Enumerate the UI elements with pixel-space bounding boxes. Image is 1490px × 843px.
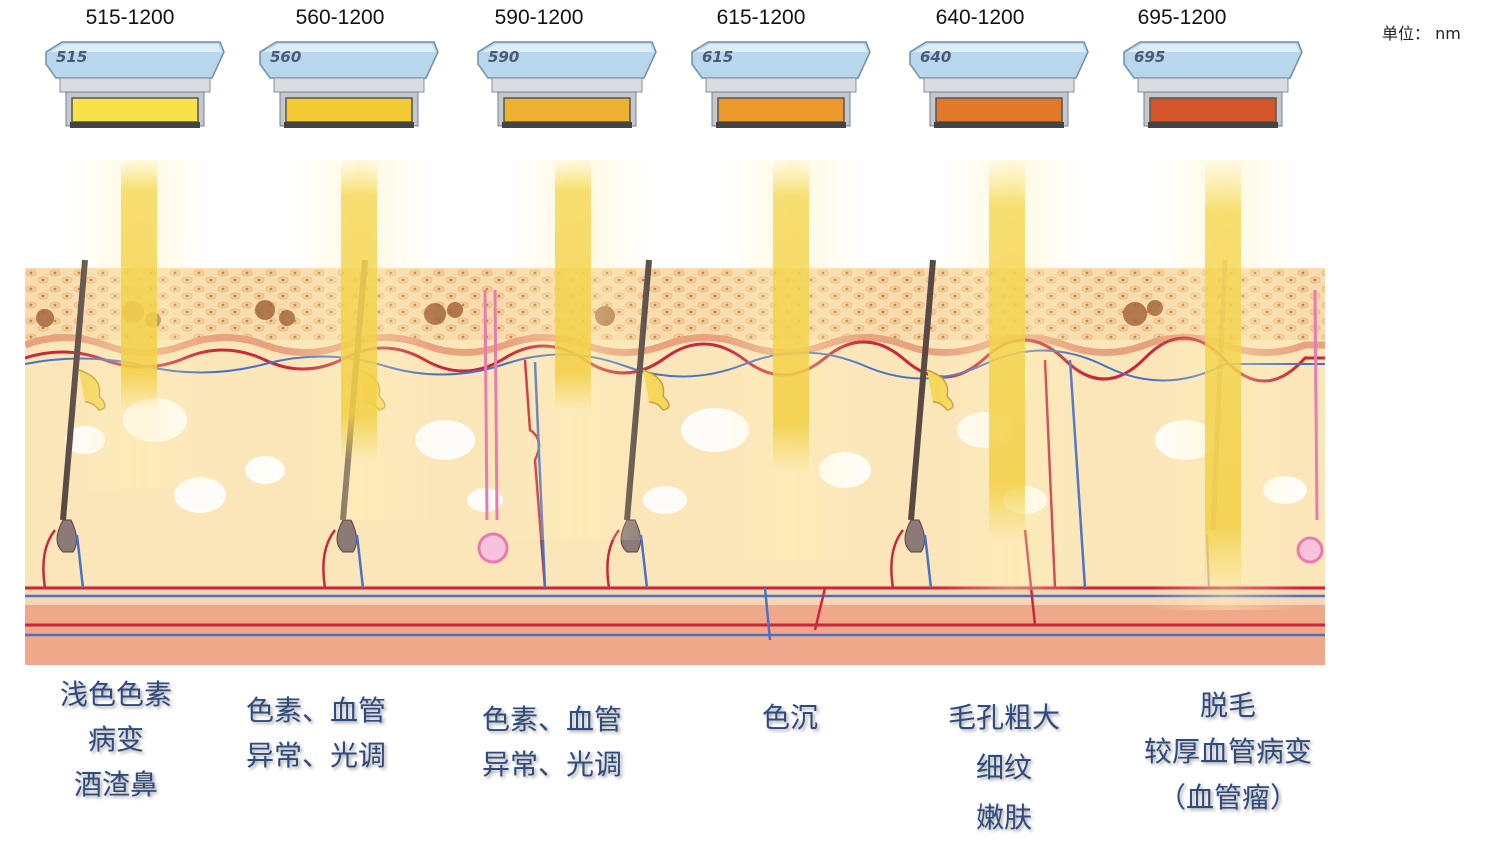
indication-line: 酒渣鼻 [73,768,158,801]
filter-color-swatch [935,97,1063,123]
filter-applicator-560: 560 [256,38,440,134]
light-beam-590 [555,160,591,410]
filter-applicator-615: 615 [688,38,872,134]
indication-560: 色素、血管 异常、光调 [196,688,436,778]
indication-line: 毛孔粗大 [947,701,1060,734]
light-beam-640 [989,160,1025,540]
light-beam-560 [341,160,377,460]
light-beam-515 [121,160,157,410]
filter-tip-label: 560 [270,48,301,66]
filter-tip-label: 515 [56,48,87,66]
filter-tip-label: 615 [702,48,733,66]
indication-line: 色素、血管 [245,694,386,727]
filter-applicator-640: 640 [906,38,1090,134]
indication-line: 病变 [87,723,144,756]
filter-range-label-515: 515-1200 [85,6,175,29]
light-beam-695 [1205,160,1241,590]
filter-color-swatch [285,97,413,123]
indication-640: 毛孔粗大 细纹 嫩肤 [884,693,1124,843]
light-beam-615 [773,160,809,470]
indication-615: 色沉 [670,695,910,740]
filter-range-label-560: 560-1200 [295,6,385,29]
filter-range-label-640: 640-1200 [935,6,1025,29]
unit-label: 单位： nm [1382,24,1461,43]
indication-515: 浅色色素 病变 酒渣鼻 [0,672,236,807]
filter-range-label-615: 615-1200 [716,6,806,29]
filter-range-label-695: 695-1200 [1137,6,1227,29]
indication-line: （血管瘤） [1157,781,1298,814]
indication-line: 色沉 [761,701,818,734]
indication-line: 异常、光调 [481,748,622,781]
skin-cross-section [25,160,1325,665]
light-beams [65,160,1301,610]
filter-tip-label: 640 [920,48,951,66]
indication-line: 色素、血管 [481,703,622,736]
indication-line: 较厚血管病变 [1143,735,1312,768]
filter-tip-label: 590 [488,48,519,66]
filter-range-label-590: 590-1200 [494,6,584,29]
indication-590: 色素、血管 异常、光调 [432,697,672,787]
filter-color-swatch [71,97,199,123]
indication-line: 脱毛 [1199,689,1256,722]
filter-applicator-695: 695 [1120,38,1304,134]
indication-line: 嫩肤 [975,801,1032,834]
indication-695: 脱毛 较厚血管病变 （血管瘤） [1108,683,1348,821]
filter-applicator-590: 590 [474,38,658,134]
indication-line: 浅色色素 [59,678,172,711]
filter-applicator-515: 515 [42,38,226,134]
indication-line: 细纹 [975,751,1032,784]
filter-color-swatch [1149,97,1277,123]
filter-tip-label: 695 [1134,48,1165,66]
indication-line: 异常、光调 [245,739,386,772]
filter-color-swatch [717,97,845,123]
filter-color-swatch [503,97,631,123]
